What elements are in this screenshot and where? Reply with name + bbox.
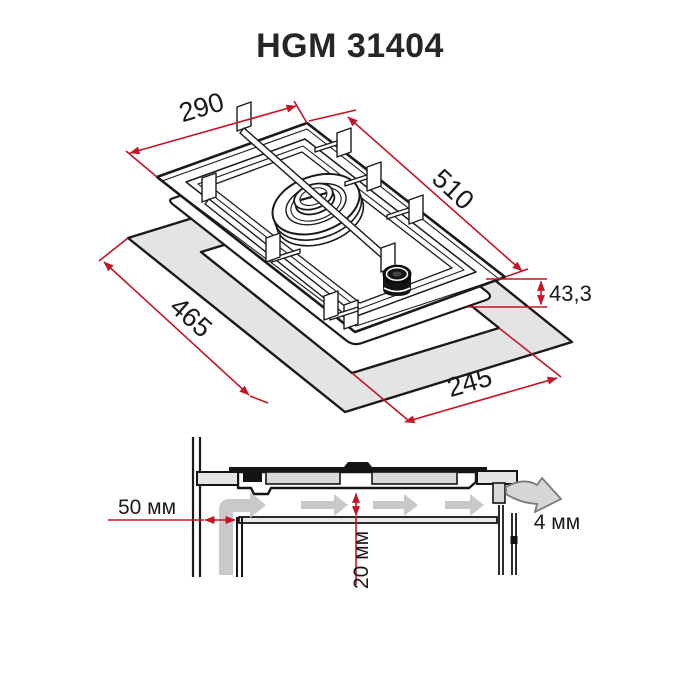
airflow-exhaust-arrow <box>505 476 563 514</box>
bracket-tab <box>336 127 352 158</box>
cabinet-back-panel <box>498 505 517 575</box>
extension-line <box>249 395 269 404</box>
cabinet-shelf <box>238 516 498 524</box>
cabinet-back-hinge <box>510 536 518 544</box>
extension-line <box>125 150 158 178</box>
dim-length-label: 510 <box>426 163 479 216</box>
bracket-arm <box>329 306 359 321</box>
countertop-section-right <box>476 470 518 485</box>
extension-line <box>504 268 529 278</box>
extension-line <box>98 237 129 262</box>
hob-section-top-plate <box>229 467 487 472</box>
hob-section-burner-box-left <box>265 471 341 485</box>
airflow-bent-arrow <box>219 492 266 575</box>
page-title: HGM 31404 <box>256 27 444 65</box>
dim-shelf-clearance-label: 20 мм <box>350 531 373 589</box>
extension-line <box>308 109 357 122</box>
section-view: 50 мм 20 мм 4 мм <box>108 437 580 589</box>
rail-tab <box>236 101 252 132</box>
airflow-arrow <box>301 494 348 516</box>
bracket-tab <box>265 232 281 263</box>
dimension-line <box>347 116 523 272</box>
dim-wall-clearance: 50 мм <box>108 496 236 524</box>
countertop-rear-tab <box>492 482 506 504</box>
control-knob <box>382 264 412 296</box>
hob-section-burner-box-right <box>371 471 458 485</box>
extension-line <box>351 372 410 422</box>
extension-line <box>293 100 308 124</box>
burner <box>271 172 365 247</box>
dimension-line <box>103 261 250 396</box>
dim-width-label: 290 <box>176 87 228 129</box>
top-isometric-view: 290 510 43,3 465 <box>98 87 592 424</box>
countertop-section-left <box>196 471 239 486</box>
hob-section-burner-bump <box>344 462 372 467</box>
wall <box>191 437 202 577</box>
bracket-tab <box>366 161 382 192</box>
dim-height-43-3: 43,3 <box>467 278 592 308</box>
bracket-arm <box>271 248 301 263</box>
dimension-line <box>129 104 297 155</box>
dim-height-label: 43,3 <box>549 281 592 306</box>
extension-line <box>498 327 562 378</box>
rail-tab <box>201 172 217 203</box>
bracket-tab <box>323 290 339 321</box>
airflow-arrow <box>373 494 418 516</box>
airflow-arrows <box>219 476 563 575</box>
dimension-line <box>404 376 558 424</box>
dim-shelf-clearance: 20 мм <box>350 492 373 589</box>
airflow-arrow <box>445 494 484 516</box>
dim-rear-gap-label: 4 мм <box>534 511 580 534</box>
hob-section-gas-inlet <box>243 471 262 482</box>
bracket-tab <box>408 194 424 225</box>
cabinet-side-panel-left <box>236 517 243 577</box>
dim-wall-clearance-label: 50 мм <box>118 496 176 519</box>
